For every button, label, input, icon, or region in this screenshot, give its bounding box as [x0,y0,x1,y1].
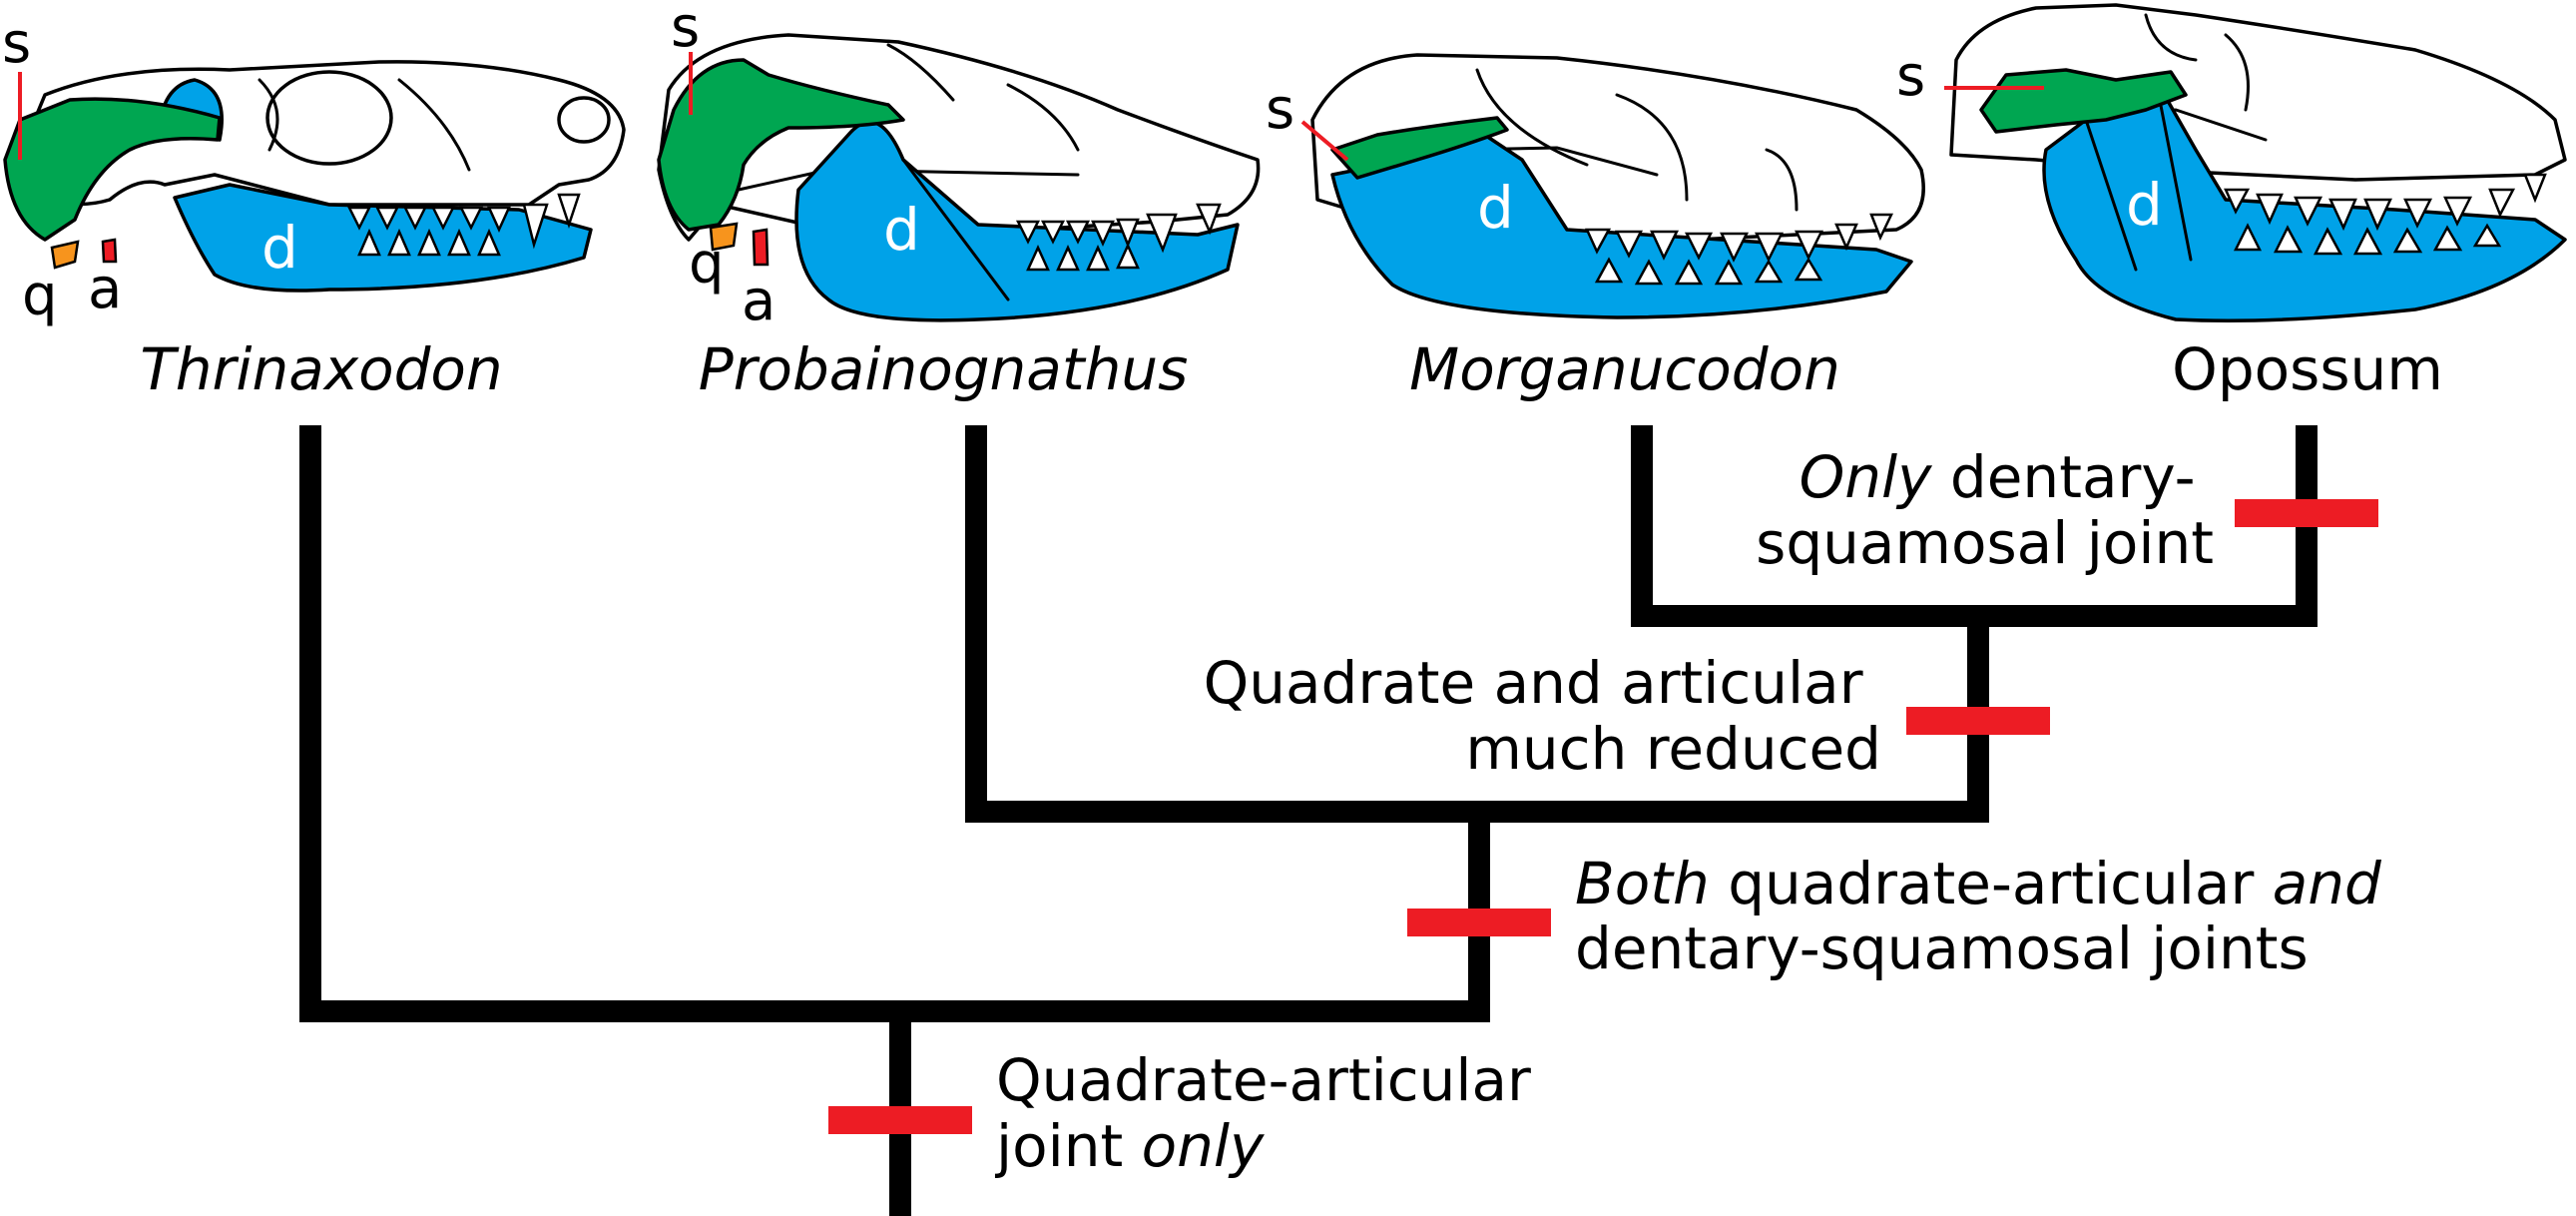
skull-opossum: s d [1896,5,2565,320]
squamosal-label: s [671,0,700,60]
branch-thrinaxodon [310,425,1479,1011]
character-label-quadrate-articular-only: Quadrate-articular joint only [994,1046,1549,1180]
quadrate-label: q [22,264,58,328]
dentary-label: d [2126,171,2163,239]
character-label-reduced: Quadrate and articular much reduced [1204,649,1881,783]
skull-morganucodon: s d [1266,55,1923,317]
squamosal-label: s [2,11,31,76]
taxon-name-morganucodon: Morganucodon [1409,335,1840,403]
dentary-label: d [883,196,920,264]
taxon-name-opossum: Opossum [2172,335,2443,403]
nasal-opening [559,98,609,142]
skull-probainognathus: s q a d [659,0,1259,333]
squamosal-label: s [1896,44,1925,109]
squamosal-label: s [1266,77,1294,142]
character-label-only-dentary-squamosal: Only dentary- squamosal joint [1756,443,2214,577]
articular-label: a [742,269,775,333]
articular-label: a [88,257,122,321]
character-tick-reduced [1906,707,2050,735]
character-tick-both-joints [1407,909,1551,936]
quadrate-label: q [689,232,725,297]
character-label-both-joints: Both quadrate-articular and dentary-squa… [1575,850,2399,982]
articular-bone [754,230,768,265]
dentary-label: d [261,214,298,282]
orbit [267,72,391,164]
taxon-name-probainognathus: Probainognathus [699,335,1189,403]
dentary-label: d [1477,174,1514,242]
character-tick-only-dentary-squamosal [2235,499,2378,527]
skull-thrinaxodon: s q a d [2,11,624,328]
taxon-name-thrinaxodon: Thrinaxodon [140,335,502,403]
character-tick-quadrate-articular-only [828,1106,972,1134]
